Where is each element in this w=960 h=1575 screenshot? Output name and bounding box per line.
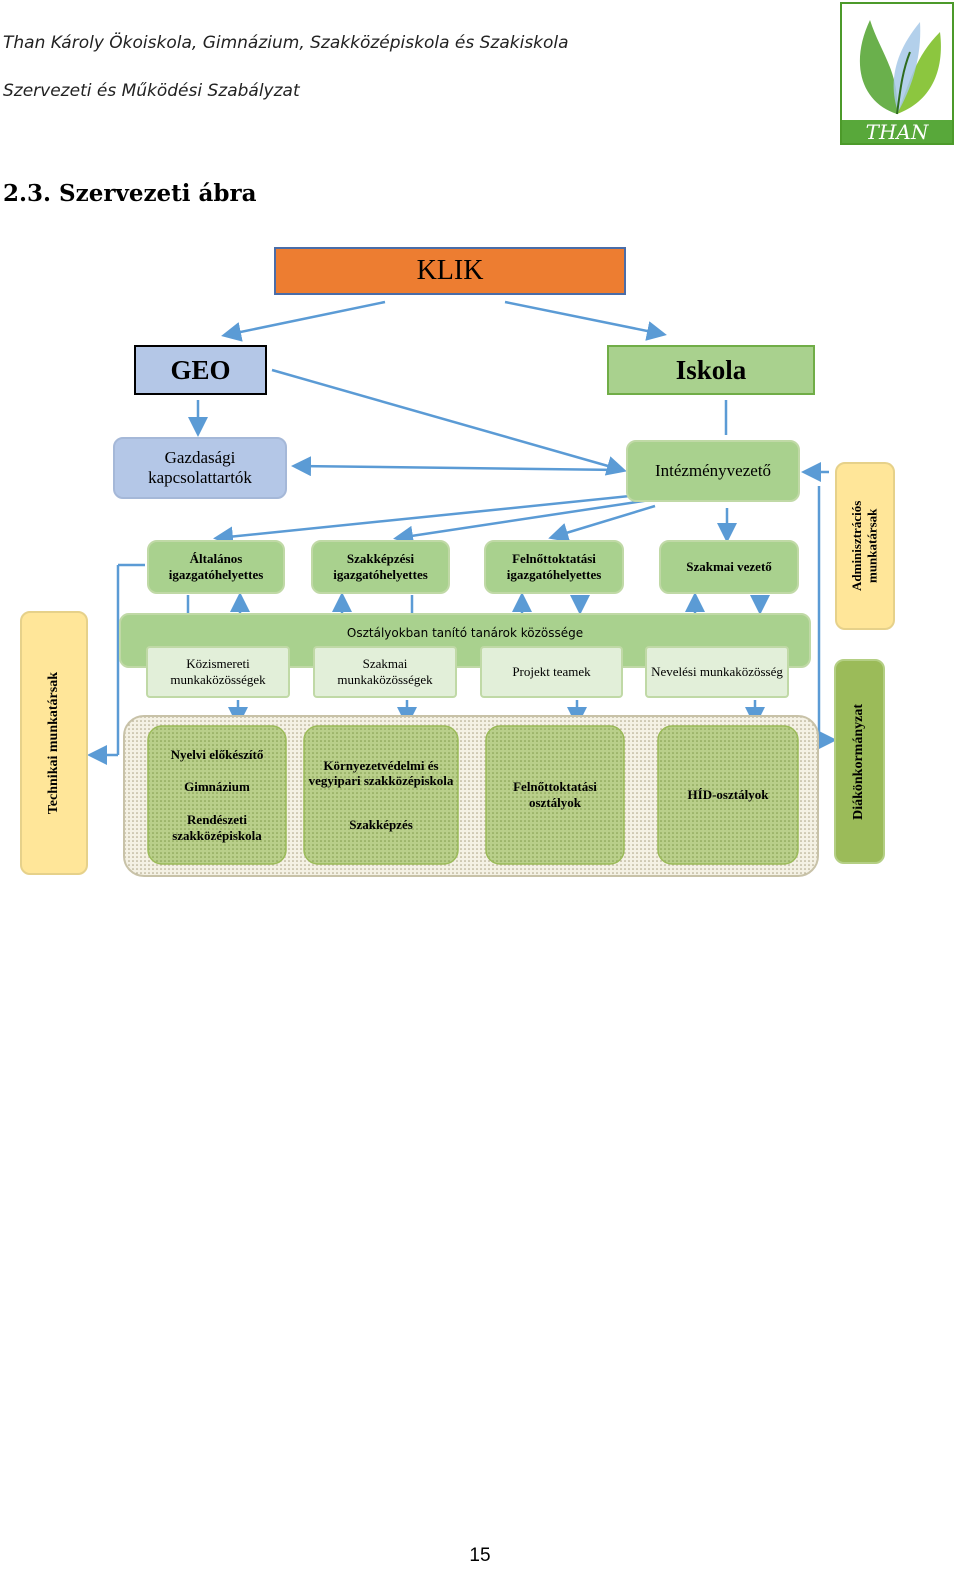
technikai-box: Technikai munkatársak — [20, 611, 88, 875]
intezmenyvezeto-box: Intézményvezető — [626, 440, 800, 502]
geo-label: GEO — [170, 354, 231, 385]
class-group-2: Környezetvédelmi és vegyipari szakközépi… — [304, 726, 458, 864]
technikai-label: Technikai munkatársak — [45, 671, 61, 815]
workgroup-label: Nevelési munkaközösség — [651, 664, 783, 680]
klik-box: KLIK — [274, 247, 626, 295]
school-name: Than Károly Ökoiskola, Gimnázium, Szakkö… — [3, 33, 569, 53]
class-group-item: Felnőttoktatási osztályok — [513, 779, 597, 810]
adminisztracios-box: Adminisztrációs munkatársak — [835, 462, 895, 630]
leaf-logo-icon: THAN — [840, 2, 954, 145]
class-group-3: Felnőttoktatási osztályok — [486, 726, 624, 864]
deputy-label: Szakmai vezető — [686, 559, 772, 575]
geo-box: GEO — [134, 345, 267, 395]
workgroup-box-kozismereti: Közismereti munkaközösségek — [146, 646, 290, 698]
class-group-4: HÍD-osztályok — [658, 726, 798, 864]
class-group-item: Szakképzés — [349, 816, 413, 832]
class-group-item: Környezetvédelmi és vegyipari szakközépi… — [308, 757, 454, 789]
gazdasagi-box: Gazdasági kapcsolattartók — [113, 437, 287, 499]
document-name: Szervezeti és Működési Szabályzat — [3, 81, 300, 101]
workgroup-box-projekt: Projekt teamek — [480, 646, 623, 698]
deputy-label: Felnőttoktatási igazgatóhelyettes — [506, 551, 602, 582]
workgroup-label: Szakmai munkaközösségek — [337, 656, 433, 687]
deputy-box-felnottoktatasi: Felnőttoktatási igazgatóhelyettes — [484, 540, 624, 594]
diakonkormanyzat-box: Diákönkormányzat — [834, 659, 885, 864]
deputy-box-szakmai-vezeto: Szakmai vezető — [659, 540, 799, 594]
teachers-band-label: Osztályokban tanító tanárok közössége — [346, 626, 584, 640]
workgroup-label: Projekt teamek — [512, 664, 591, 680]
logo-text: THAN — [866, 120, 930, 144]
page-number: 15 — [469, 1545, 491, 1566]
workgroup-box-szakmai: Szakmai munkaközösségek — [313, 646, 457, 698]
diakonkormanyzat-label: Diákönkormányzat — [851, 703, 867, 820]
deputy-box-szakkepzesi: Szakképzési igazgatóhelyettes — [311, 540, 450, 594]
iskola-label: Iskola — [675, 354, 747, 385]
section-title: 2.3. Szervezeti ábra — [3, 180, 257, 207]
gazdasagi-label: Gazdasági kapcsolattartók — [148, 447, 252, 487]
workgroup-label: Közismereti munkaközösségek — [170, 656, 266, 687]
class-group-item: Nyelvi előkészítő — [170, 746, 264, 762]
klik-label: KLIK — [416, 255, 484, 287]
class-group-1: Nyelvi előkészítő Gimnázium Rendészeti s… — [148, 726, 286, 864]
adminisztracios-label: Adminisztrációs munkatársak — [849, 500, 880, 592]
workgroup-box-nevelesi: Nevelési munkaközösség — [645, 646, 789, 698]
class-group-item: HÍD-osztályok — [687, 787, 769, 803]
class-group-item: Rendészeti szakközépiskola — [172, 811, 262, 843]
deputy-label: Általános igazgatóhelyettes — [168, 551, 264, 582]
iskola-box: Iskola — [607, 345, 815, 395]
deputy-label: Szakképzési igazgatóhelyettes — [333, 551, 428, 582]
class-group-item: Gimnázium — [184, 779, 250, 795]
deputy-box-altalanos: Általános igazgatóhelyettes — [147, 540, 285, 594]
intezmenyvezeto-label: Intézményvezető — [654, 460, 772, 480]
